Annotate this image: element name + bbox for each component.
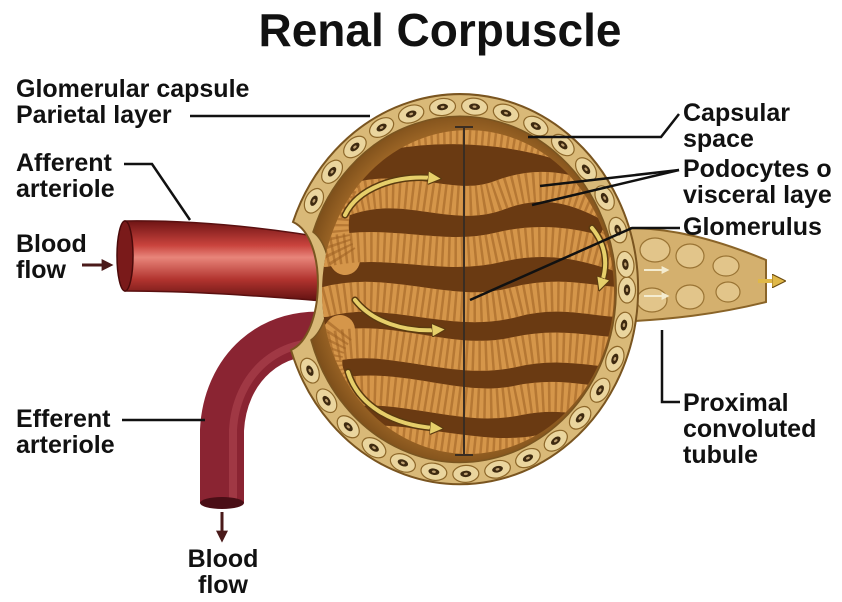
label-tubule-line: tubule xyxy=(683,442,816,468)
tubule-cell xyxy=(676,244,704,268)
label-glomerular-capsule-line: Glomerular capsule xyxy=(16,76,249,102)
label-capsular-line: Capsular xyxy=(683,100,790,126)
label-podocytes: Podocytes o visceral laye xyxy=(683,156,832,208)
label-blood-line: Blood xyxy=(173,546,273,572)
tubule-cell xyxy=(637,288,667,312)
label-arteriole-line: arteriole xyxy=(16,176,115,202)
tubule-cell xyxy=(716,282,740,302)
label-blood-flow-out: Blood flow xyxy=(173,546,273,598)
label-space-line: space xyxy=(683,126,790,152)
label-glomerulus-line: Glomerulus xyxy=(683,214,822,240)
label-visceral-layer-line: visceral laye xyxy=(683,182,832,208)
tubule-cell xyxy=(676,285,704,309)
tubule-cell xyxy=(713,256,739,276)
label-flow-line: flow xyxy=(16,257,87,283)
label-afferent-line: Afferent xyxy=(16,150,115,176)
diagram-title: Renal Corpuscle xyxy=(40,4,840,56)
label-efferent-arteriole: Efferent arteriole xyxy=(16,406,115,458)
label-flow-line: flow xyxy=(173,572,273,598)
efferent-arteriole-opening xyxy=(200,497,244,509)
leader-line-afferent-arteriole xyxy=(124,164,190,220)
label-proximal-line: Proximal xyxy=(683,390,816,416)
tubule-cell xyxy=(640,238,670,262)
leader-line-proximal-tubule xyxy=(662,330,680,402)
label-convoluted-line: convoluted xyxy=(683,416,816,442)
label-podocytes-line: Podocytes o xyxy=(683,156,832,182)
label-blood-flow-in: Blood flow xyxy=(16,231,87,283)
label-parietal-layer-line: Parietal layer xyxy=(16,102,249,128)
afferent-arteriole-opening xyxy=(117,221,133,291)
label-blood-line: Blood xyxy=(16,231,87,257)
label-capsular-space: Capsular space xyxy=(683,100,790,152)
label-glomerulus: Glomerulus xyxy=(683,214,822,240)
label-efferent-line: Efferent xyxy=(16,406,115,432)
label-afferent-arteriole: Afferent arteriole xyxy=(16,150,115,202)
parietal-cell-nucleolus xyxy=(626,288,628,292)
label-proximal-convoluted-tubule: Proximal convoluted tubule xyxy=(683,390,816,468)
label-arteriole-line: arteriole xyxy=(16,432,115,458)
label-glomerular-capsule: Glomerular capsule Parietal layer xyxy=(16,76,249,128)
